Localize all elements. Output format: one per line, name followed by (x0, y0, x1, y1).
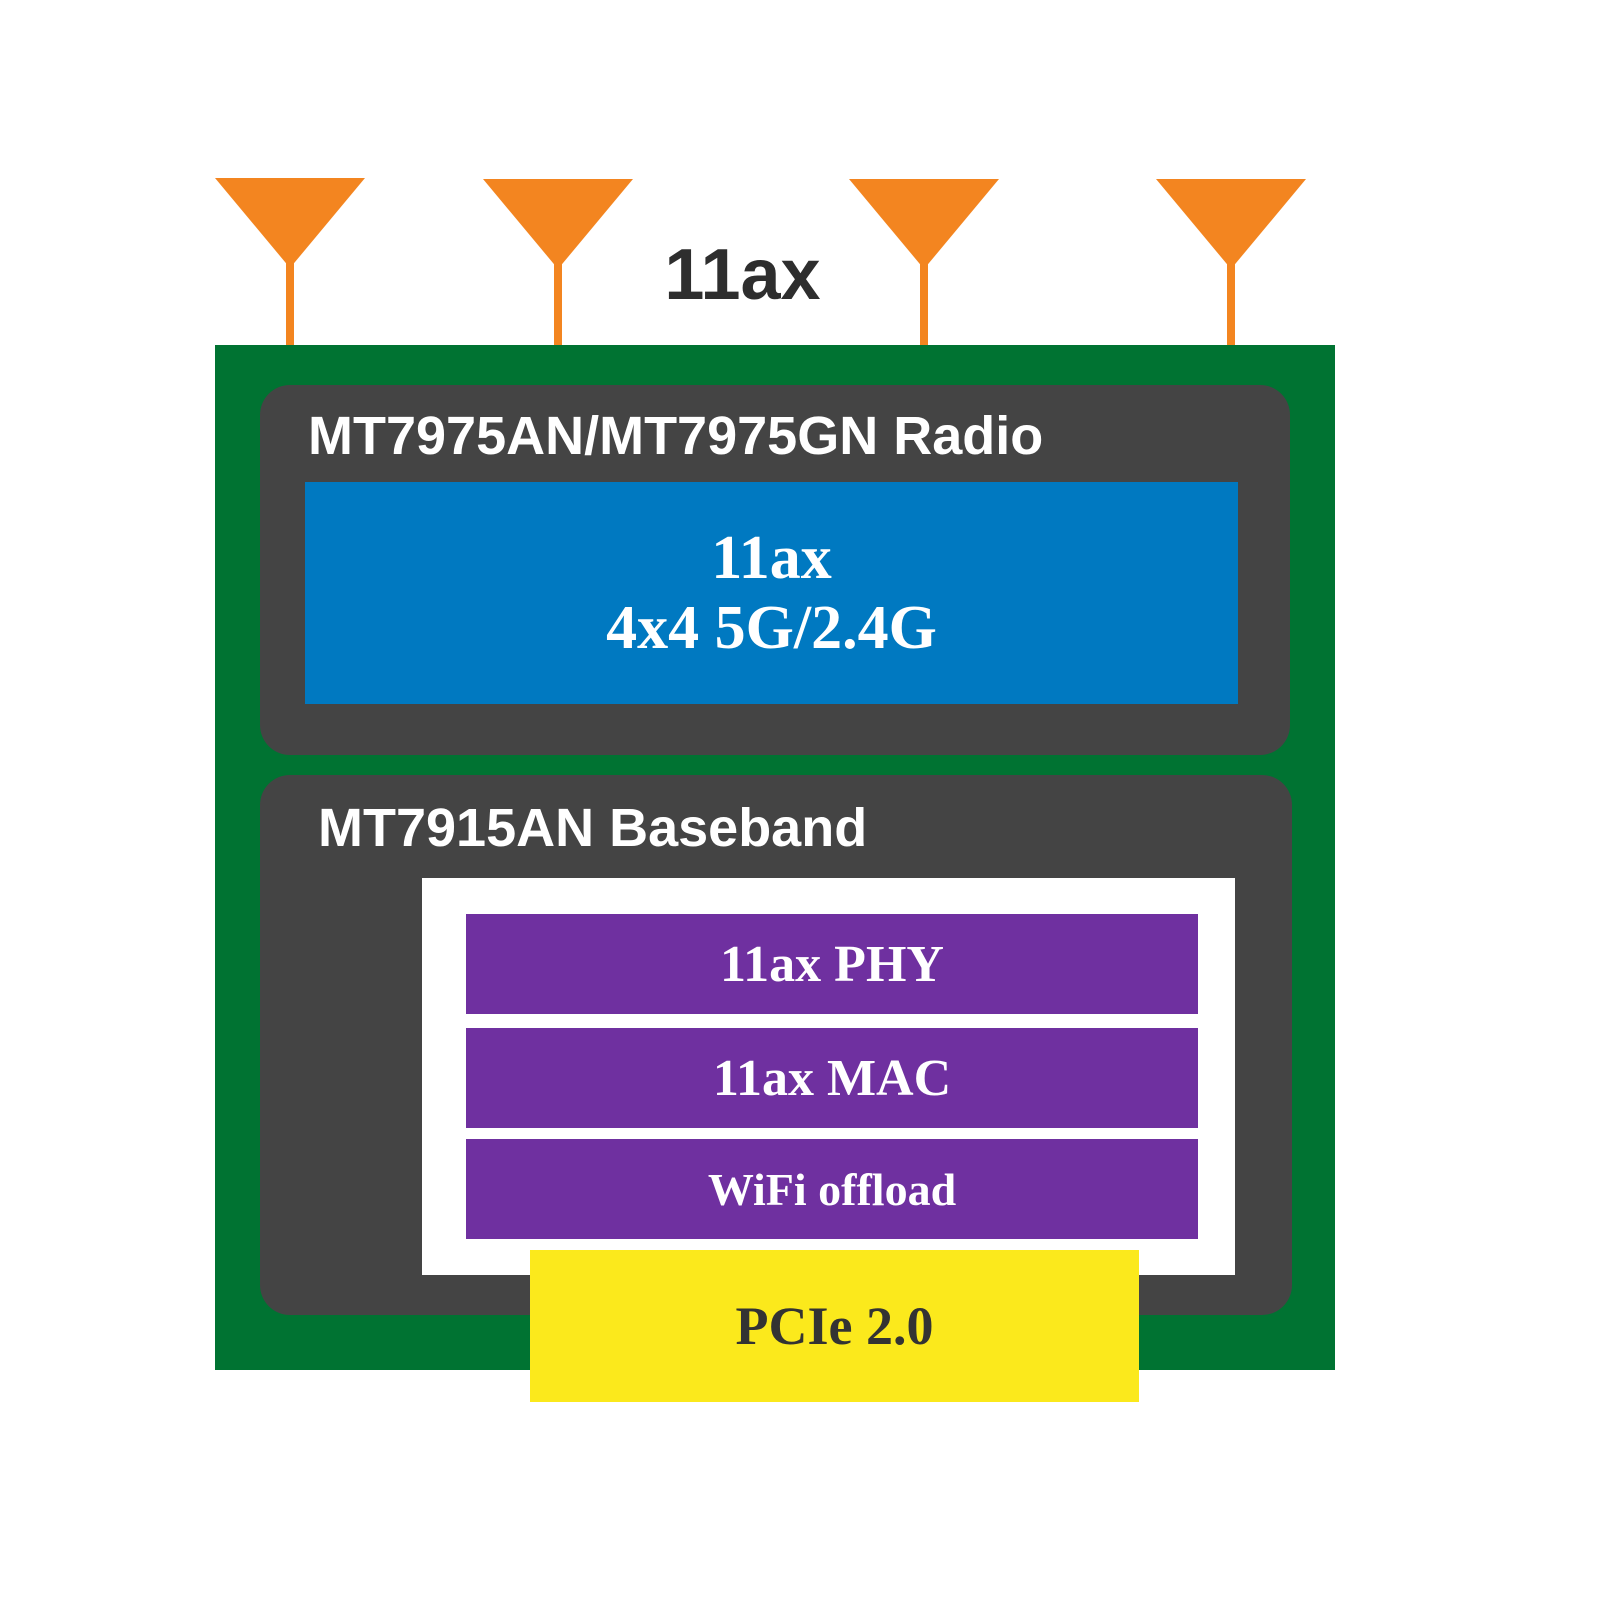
baseband-chip: MT7915AN Baseband 11ax PHY 11ax MAC WiFi… (260, 775, 1292, 1315)
radio-chip: MT7975AN/MT7975GN Radio 11ax 4x4 5G/2.4G (260, 385, 1290, 755)
antenna-icon (1156, 179, 1306, 346)
radio-title: MT7975AN/MT7975GN Radio (308, 406, 1044, 466)
radio-block-line2: 4x4 5G/2.4G (606, 594, 937, 662)
pcie-interface: PCIe 2.0 (530, 1250, 1139, 1402)
layer-wifi-offload: WiFi offload (466, 1139, 1198, 1239)
baseband-stack: 11ax PHY 11ax MAC WiFi offload (422, 878, 1235, 1275)
antenna-icon (849, 179, 999, 346)
layer-phy: 11ax PHY (466, 914, 1198, 1014)
antenna-icon (215, 178, 365, 346)
antenna-icon (483, 179, 633, 346)
antennas (215, 178, 1306, 346)
diagram-title: 11ax (664, 235, 821, 315)
radio-block: 11ax 4x4 5G/2.4G (305, 482, 1238, 704)
radio-block-line1: 11ax (711, 524, 832, 592)
baseband-title: MT7915AN Baseband (318, 798, 868, 858)
layer-mac: 11ax MAC (466, 1028, 1198, 1128)
